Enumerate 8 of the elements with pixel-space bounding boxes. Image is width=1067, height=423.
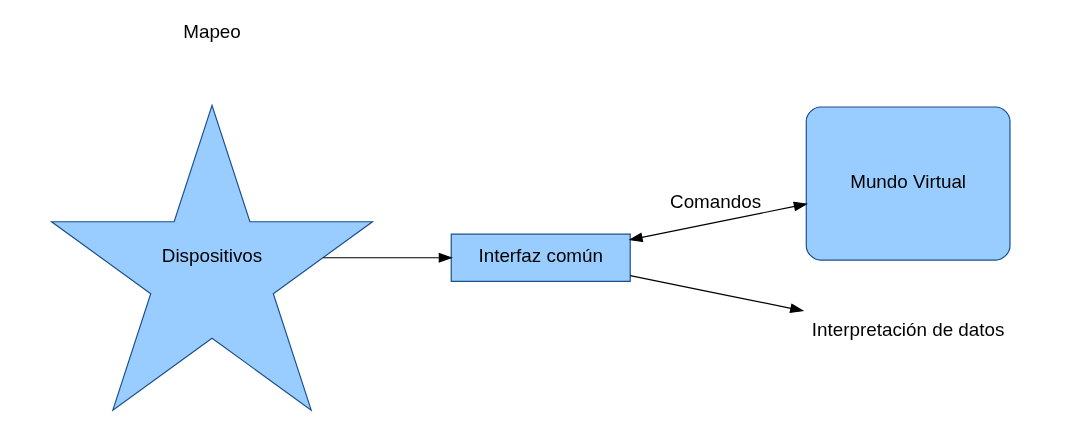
edge-label: Comandos: [670, 191, 762, 213]
node-box: Interfaz común: [450, 233, 631, 282]
label: Mapeo: [183, 21, 241, 43]
node-text: Interpretación de datos: [811, 319, 1005, 341]
arrow: [629, 275, 805, 314]
node-box: Mundo Virtual: [805, 106, 1011, 261]
arrow: [322, 252, 453, 263]
arrow: [628, 201, 808, 243]
